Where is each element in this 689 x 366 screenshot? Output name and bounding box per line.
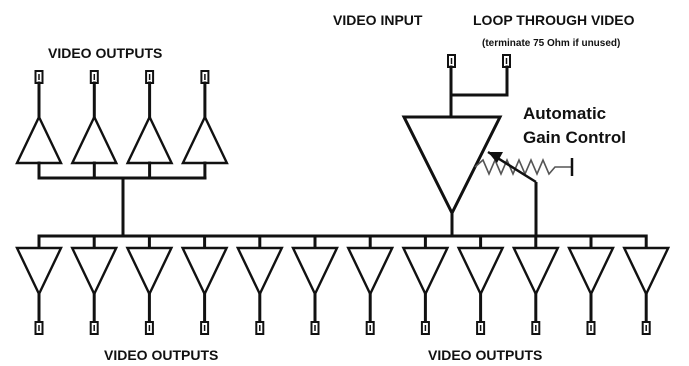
upper-output-connector-4 [200,70,210,84]
lower-amplifier-icon-7 [346,246,395,297]
lower-amplifier-icon-6 [291,246,339,297]
lower-output-connector-5 [255,321,265,335]
upper-amplifier-2 [70,70,119,180]
lower-amplifier-icon-2 [70,246,119,297]
lower-amplifier-group [15,234,671,335]
lower-output-connector-4 [200,321,210,335]
lower-amplifier-icon-10 [511,246,560,297]
lower-amplifier-icon-4 [180,246,229,297]
upper-output-connector-3 [145,70,155,84]
lower-amplifier-8 [401,234,450,335]
lower-amplifier-icon-12 [622,246,671,297]
lower-amplifier-5 [235,234,284,335]
upper-amplifier-3 [125,70,174,180]
lower-amplifier-icon-8 [401,246,450,297]
video-input-label: VIDEO INPUT [333,12,423,28]
lower-output-connector-7 [365,321,375,335]
lower-output-connector-12 [641,321,651,335]
upper-amplifier-icon-3 [125,114,174,165]
upper-amplifier-icon-1 [15,114,63,165]
lower-output-connector-8 [420,321,430,335]
lower-amplifier-icon-9 [456,246,505,297]
lower-amplifier-icon-11 [567,246,615,297]
lower-amplifier-3 [125,234,174,335]
loop-through-note: (terminate 75 Ohm if unused) [482,38,620,49]
agc-label-line1: Automatic [523,104,606,123]
lower-amplifier-12 [622,234,671,335]
lower-output-connector-10 [531,321,541,335]
upper-amplifier-group [15,70,229,180]
lower-output-connector-6 [310,321,320,335]
upper-amplifier-1 [15,70,63,180]
lower-output-connector-11 [586,321,596,335]
lower-output-connector-9 [476,321,486,335]
lower-amplifier-10 [511,234,560,335]
lower-amplifier-11 [567,234,615,335]
lower-output-connector-3 [144,321,154,335]
lower-amplifier-1 [15,234,63,335]
video-input-connector [447,54,456,68]
lower-output-connector-1 [34,321,44,335]
video-outputs-bottom-left-label: VIDEO OUTPUTS [104,347,218,363]
lower-amplifier-9 [456,234,505,335]
input-connectors [447,54,511,119]
upper-amplifier-4 [180,70,229,180]
agc-amplifier-icon [401,115,503,217]
lower-output-connector-2 [89,321,99,335]
video-outputs-bottom-right-label: VIDEO OUTPUTS [428,347,542,363]
loop-through-label: LOOP THROUGH VIDEO [473,12,635,28]
agc-label-line2: Gain Control [523,128,626,147]
lower-amplifier-icon-1 [15,246,63,297]
lower-amplifier-4 [180,234,229,335]
upper-amplifier-icon-4 [180,114,229,165]
upper-amplifier-icon-2 [70,114,119,165]
lower-amplifier-2 [70,234,119,335]
upper-output-connector-2 [89,70,99,84]
lower-amplifier-7 [346,234,395,335]
loop-wire [449,65,509,97]
variable-resistor-icon [474,150,574,236]
upper-output-connector-1 [34,70,44,84]
lower-amplifier-icon-3 [125,246,174,297]
lower-amplifier-icon-5 [235,246,284,297]
video-outputs-top-label: VIDEO OUTPUTS [48,45,162,61]
loop-through-connector [502,54,511,68]
lower-amplifier-6 [291,234,339,335]
